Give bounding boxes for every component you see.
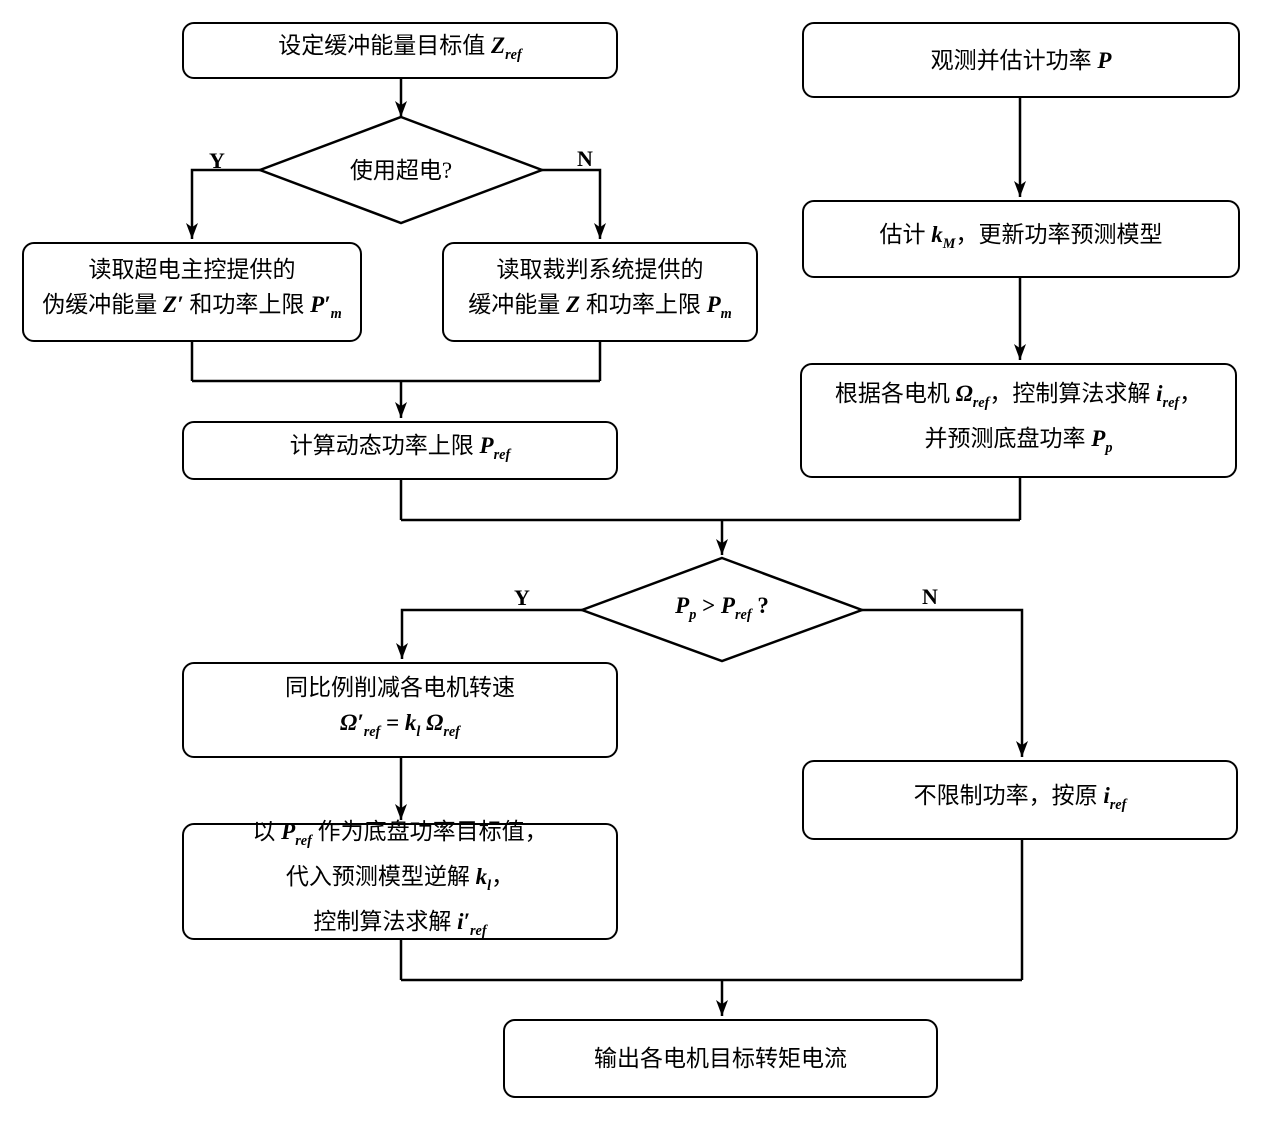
merge1-stubs [190,342,602,381]
merge2-stubs [399,478,1022,520]
node-invert-model: 以 Pref 作为底盘功率目标值，代入预测模型逆解 kl，控制算法求解 i′re… [182,819,618,940]
node-read-referee: 读取裁判系统提供的缓冲能量 Z 和功率上限 Pm [442,242,758,342]
branch-label-yes-2: Y [514,585,530,610]
arrow-yes2 [396,608,584,659]
node-read-supercap-board: 读取超电主控提供的伪缓冲能量 Z′ 和功率上限 P′m [22,242,362,342]
node-estimate-km: 估计 kM，更新功率预测模型 [802,200,1240,278]
node-output-torque: 输出各电机目标转矩电流 [503,1019,938,1098]
node-observe-power: 观测并估计功率 P [802,22,1240,98]
arrow-no1 [540,168,607,239]
node-calc-power-limit: 计算动态功率上限 Pref [182,421,618,480]
merge3-stubs [399,840,1024,980]
branch-label-yes-1: Y [209,148,225,173]
decision-power-compare-shape [578,556,866,663]
decision-use-supercap-label: 使用超电? [349,158,453,183]
node-set-buffer-target: 设定缓冲能量目标值 Zref [182,22,618,79]
decision-use-supercap-shape [256,115,546,225]
node-no-limit: 不限制功率，按原 iref [802,760,1238,840]
branch-label-no-1: N [577,146,593,171]
branch-label-no-2: N [922,584,938,609]
node-solve-current: 根据各电机 Ωref，控制算法求解 iref，并预测底盘功率 Pp [800,363,1237,478]
arrow-no2 [860,608,1029,757]
decision-power-compare-label: Pp > Pref ? [675,592,769,623]
arrow-yes1 [186,168,262,239]
